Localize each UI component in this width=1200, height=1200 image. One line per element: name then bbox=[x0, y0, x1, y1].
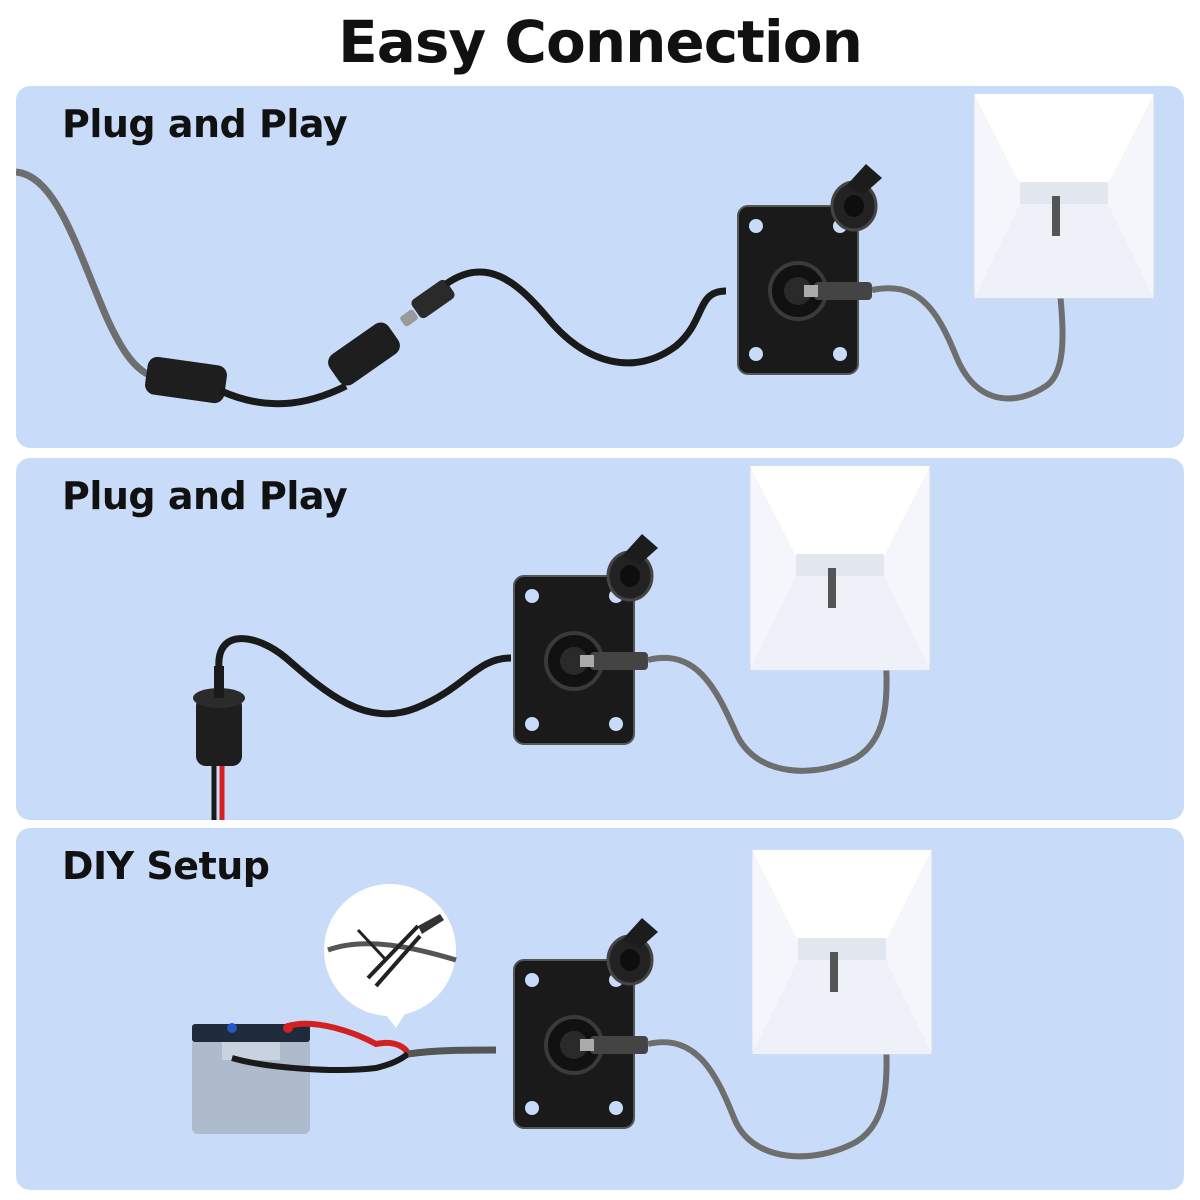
wire-stripper-bubble bbox=[324, 884, 457, 1028]
panel-title: Plug and Play bbox=[62, 474, 348, 518]
dc-plug bbox=[590, 652, 648, 670]
female-connector bbox=[328, 322, 400, 386]
dc-plug bbox=[814, 282, 872, 300]
panel-title: DIY Setup bbox=[62, 844, 270, 888]
male-connector bbox=[411, 279, 455, 319]
inline-fuse-holder bbox=[145, 356, 227, 404]
white-camera-device bbox=[973, 93, 1155, 299]
black-cable bbox=[215, 635, 512, 718]
gray-cable bbox=[16, 168, 167, 385]
gray-cable bbox=[871, 235, 1066, 402]
connection-illustration bbox=[16, 93, 1155, 408]
panel-title: Plug and Play bbox=[62, 102, 348, 146]
dc-plug bbox=[590, 1036, 648, 1054]
battery-icon bbox=[192, 1023, 310, 1134]
cigarette-lighter-socket bbox=[193, 666, 245, 766]
page-title: Easy Connection bbox=[338, 8, 863, 76]
white-camera-device bbox=[749, 465, 931, 671]
panel-diy-setup: DIY Setup bbox=[16, 828, 1184, 1190]
gray-cable bbox=[407, 1046, 497, 1058]
panel-plug-and-play-1: Plug and Play bbox=[16, 86, 1184, 448]
red-wire bbox=[287, 1020, 411, 1056]
gray-cable bbox=[647, 997, 890, 1160]
black-cable bbox=[443, 268, 727, 367]
socket-mounting-plate bbox=[513, 534, 658, 745]
panel-plug-and-play-2: Plug and Play bbox=[16, 458, 1184, 820]
socket-mounting-plate bbox=[513, 918, 658, 1129]
connection-illustration bbox=[193, 465, 931, 820]
white-camera-device bbox=[751, 849, 933, 1055]
black-wire bbox=[231, 1051, 410, 1073]
gray-cable bbox=[647, 617, 890, 774]
connection-illustration bbox=[192, 849, 933, 1160]
black-cable bbox=[219, 382, 348, 408]
socket-mounting-plate bbox=[737, 164, 882, 375]
